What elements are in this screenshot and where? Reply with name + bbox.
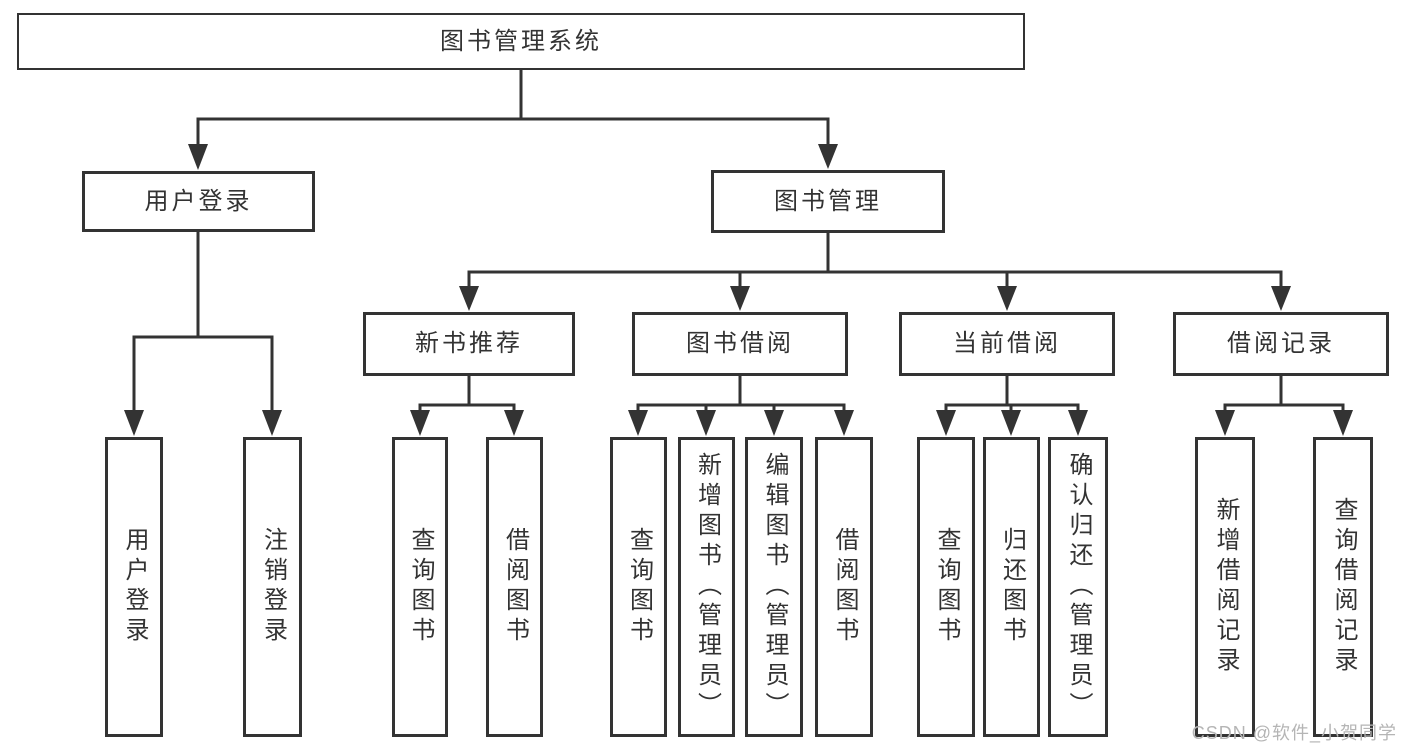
leaf-return-books: 归还图书 xyxy=(983,437,1040,737)
node-label: 查询图书 xyxy=(407,527,434,647)
leaf-add-book-admin: 新增图书（管理员） xyxy=(678,437,735,737)
node-label: 注销登录 xyxy=(259,527,287,647)
node-label: 新增借阅记录 xyxy=(1212,497,1239,677)
node-label: 查询图书 xyxy=(625,527,653,647)
node-label: 查询图书 xyxy=(933,527,960,647)
node-book-borrowing: 图书借阅 xyxy=(632,312,848,376)
connector-root-to-level1 xyxy=(188,66,838,170)
node-book-management: 图书管理 xyxy=(711,170,945,233)
leaf-confirm-return-admin: 确认归还（管理员） xyxy=(1048,437,1108,737)
leaf-logout: 注销登录 xyxy=(243,437,302,737)
connector-currentborrow-to-leaves xyxy=(936,373,1088,436)
leaf-query-books-recommend: 查询图书 xyxy=(392,437,448,737)
csdn-watermark: CSDN @软件_小贺同学 xyxy=(1191,723,1397,743)
node-label: 借阅图书 xyxy=(501,527,529,647)
leaf-edit-book-admin: 编辑图书（管理员） xyxy=(745,437,803,737)
connector-bookmgmt-to-level2 xyxy=(459,230,1291,311)
node-label: 查询借阅记录 xyxy=(1330,497,1357,677)
node-label: 借阅图书 xyxy=(831,527,858,647)
node-borrowing-records: 借阅记录 xyxy=(1173,312,1389,376)
node-user-login: 用户登录 xyxy=(82,171,315,232)
node-current-borrowing: 当前借阅 xyxy=(899,312,1115,376)
node-label: 编辑图书（管理员） xyxy=(761,452,788,722)
leaf-query-borrow-record: 查询借阅记录 xyxy=(1313,437,1373,737)
node-label: 归还图书 xyxy=(998,527,1026,647)
node-label: 用户登录 xyxy=(144,187,253,215)
leaf-add-borrow-record: 新增借阅记录 xyxy=(1195,437,1255,737)
connector-newbooks-to-leaves xyxy=(410,372,524,436)
node-label: 图书管理 xyxy=(774,187,882,215)
connector-userlogin-to-leaves xyxy=(124,229,282,436)
node-label: 借阅记录 xyxy=(1227,330,1335,357)
node-label: 新书推荐 xyxy=(415,330,523,357)
node-new-book-recommend: 新书推荐 xyxy=(363,312,575,376)
connector-records-to-leaves xyxy=(1215,373,1353,436)
node-root: 图书管理系统 xyxy=(17,13,1025,70)
leaf-borrow-books-recommend: 借阅图书 xyxy=(486,437,543,737)
node-label: 用户登录 xyxy=(121,527,148,647)
connector-bookborrow-to-leaves xyxy=(628,373,854,436)
node-label: 当前借阅 xyxy=(953,330,1061,357)
leaf-borrow-books: 借阅图书 xyxy=(815,437,873,737)
node-label: 图书管理系统 xyxy=(440,27,602,55)
leaf-query-books-borrow: 查询图书 xyxy=(610,437,667,737)
leaf-query-books-current: 查询图书 xyxy=(917,437,975,737)
node-label: 确认归还（管理员） xyxy=(1065,452,1092,722)
node-label: 图书借阅 xyxy=(686,330,794,357)
node-label: 新增图书（管理员） xyxy=(693,452,721,722)
leaf-user-login: 用户登录 xyxy=(105,437,163,737)
